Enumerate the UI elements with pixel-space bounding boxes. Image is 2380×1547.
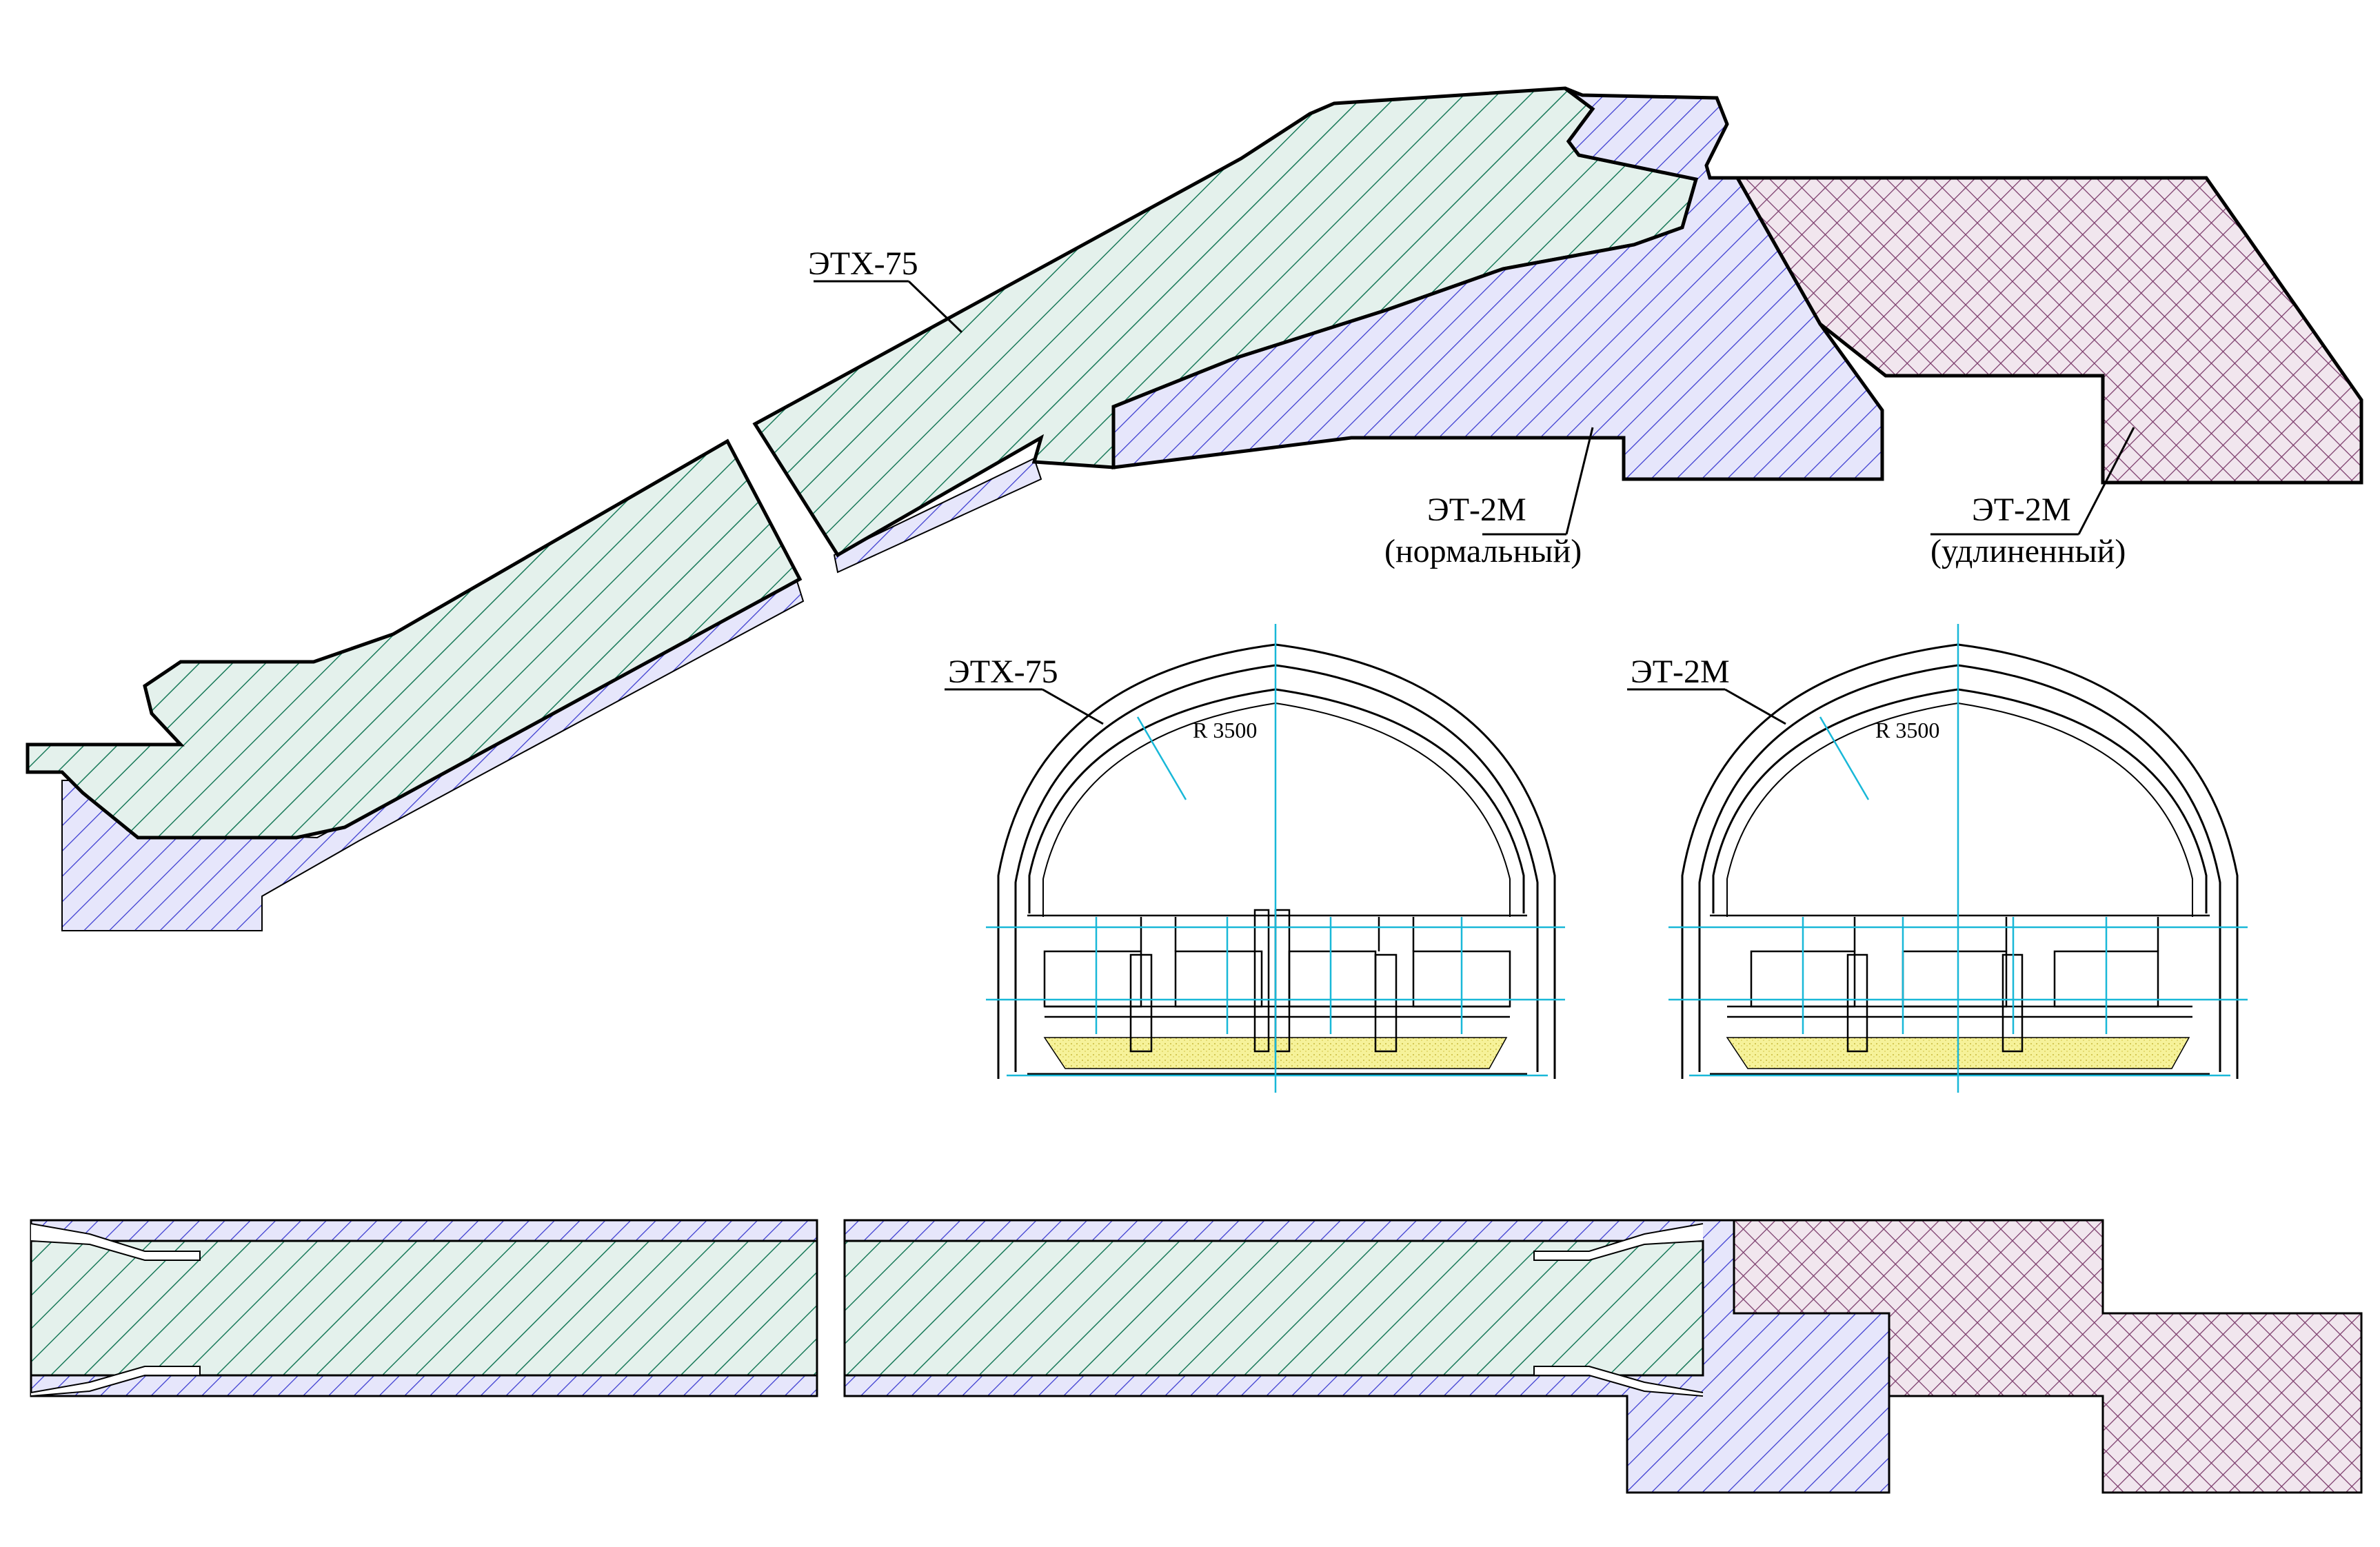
label-radius-right: R 3500 <box>1875 718 1939 742</box>
label-et2m-long: ЭТ-2М <box>1972 492 2071 528</box>
etx75-lower-segment <box>26 438 803 840</box>
plan-right-core <box>843 1240 1704 1377</box>
label-et2m-normal-sub: (нормальный) <box>1384 533 1582 569</box>
tunnel-section-et2m: ЭТ-2М R 3500 <box>1627 624 2248 1093</box>
escalator-elevation: ЭТХ-75 ЭТ-2М (нормальный) ЭТ-2М (удлинен… <box>26 86 2363 931</box>
label-radius-left: R 3500 <box>1193 718 1257 742</box>
et2m-extended-upper <box>1734 176 2363 485</box>
label-et2m-long-sub: (удлиненный) <box>1930 533 2126 569</box>
label-section-left-title: ЭТХ-75 <box>948 654 1058 690</box>
escalator-plan <box>30 1219 2363 1494</box>
label-et2m-normal: ЭТ-2М <box>1427 492 1526 528</box>
plan-left-core <box>30 1240 818 1377</box>
et2m-normal-upper <box>1111 86 1884 481</box>
et2m-incline-strip <box>833 457 1042 574</box>
plan-extended-purple <box>1733 1219 2363 1494</box>
label-section-right-title: ЭТ-2М <box>1631 654 1730 690</box>
tunnel-section-etx75: ЭТХ-75 R 3500 <box>945 624 1565 1093</box>
label-etx75-top: ЭТХ-75 <box>808 245 918 282</box>
